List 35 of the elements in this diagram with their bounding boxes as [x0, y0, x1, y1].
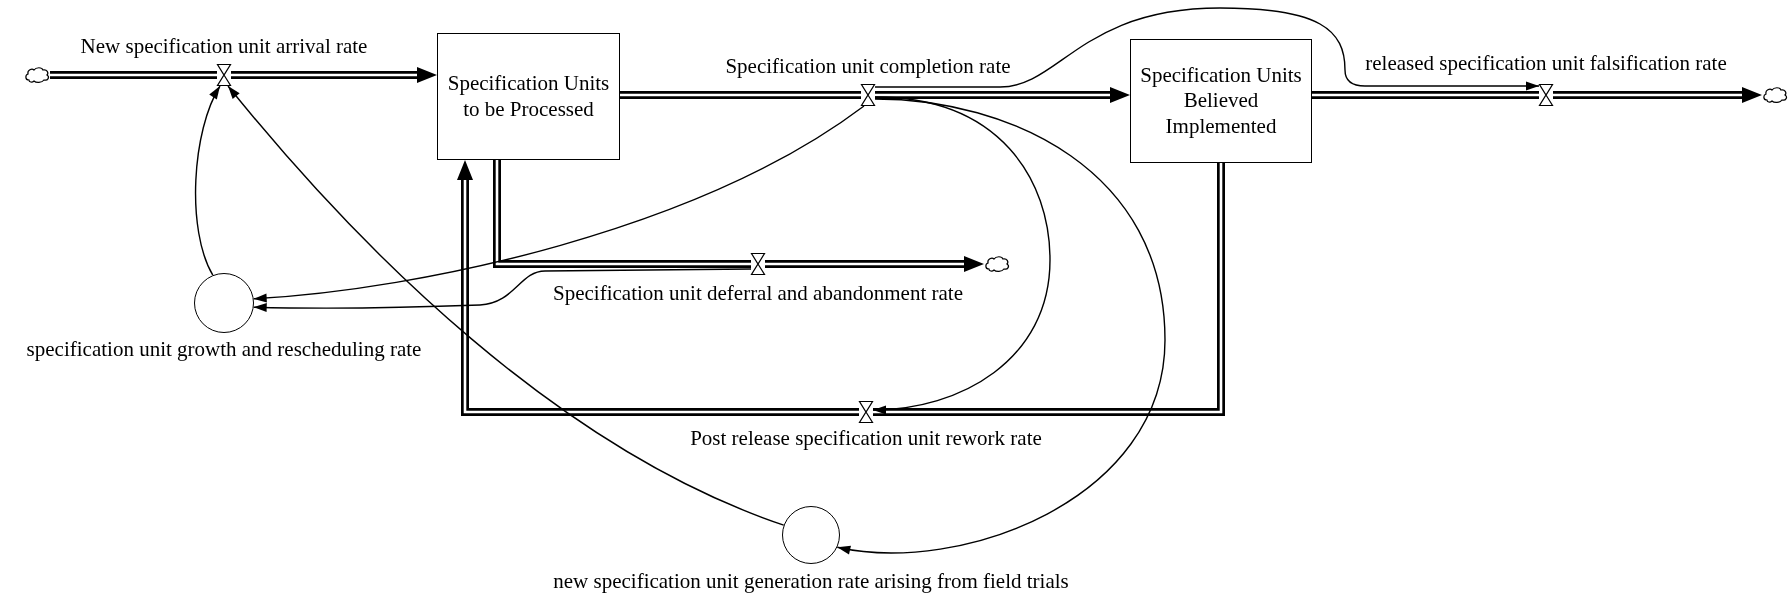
valve-icon	[859, 401, 873, 423]
cloud-icon	[24, 66, 50, 84]
flow-pipe	[765, 256, 984, 272]
stock-box: Specification Units Believed Implemented	[1130, 39, 1312, 163]
flow-pipe	[50, 71, 217, 79]
variable-label: New specification unit arrival rate	[80, 33, 368, 59]
valve-icon	[1539, 84, 1553, 106]
variable-label: specification unit growth and rescheduling rate	[26, 336, 422, 362]
flow-pipe	[875, 87, 1130, 103]
valve-icon	[751, 253, 765, 275]
flow-pipe	[493, 160, 751, 268]
flow-pipe	[1553, 87, 1762, 103]
auxiliary-circle	[194, 273, 254, 333]
flow-pipe	[1312, 91, 1539, 99]
link-arrow	[874, 7, 1540, 91]
variable-label: released specification unit falsification rate	[1365, 50, 1727, 76]
variable-label: Specification unit completion rate	[725, 53, 1011, 79]
link-arrow	[227, 85, 785, 526]
flow-pipe	[620, 91, 861, 99]
cloud-icon	[1762, 86, 1788, 104]
link-arrow	[253, 105, 865, 303]
variable-label: Specification unit deferral and abandonment rate	[553, 280, 963, 306]
valve-icon	[861, 84, 875, 106]
variable-label: Post release specification unit rework rate	[690, 425, 1042, 451]
variable-label: new specification unit generation rate arising from field trials	[553, 568, 1069, 594]
stock-box: Specification Units to be Processed	[437, 33, 620, 160]
valve-icon	[217, 64, 231, 86]
flow-pipe	[873, 163, 1225, 416]
flow-pipe	[231, 67, 437, 83]
link-arrow	[836, 98, 1166, 554]
link-arrow	[194, 85, 221, 276]
cloud-icon	[984, 255, 1010, 273]
link-arrow	[253, 268, 752, 312]
link-arrow	[872, 96, 1051, 414]
flow-pipe	[457, 160, 859, 416]
